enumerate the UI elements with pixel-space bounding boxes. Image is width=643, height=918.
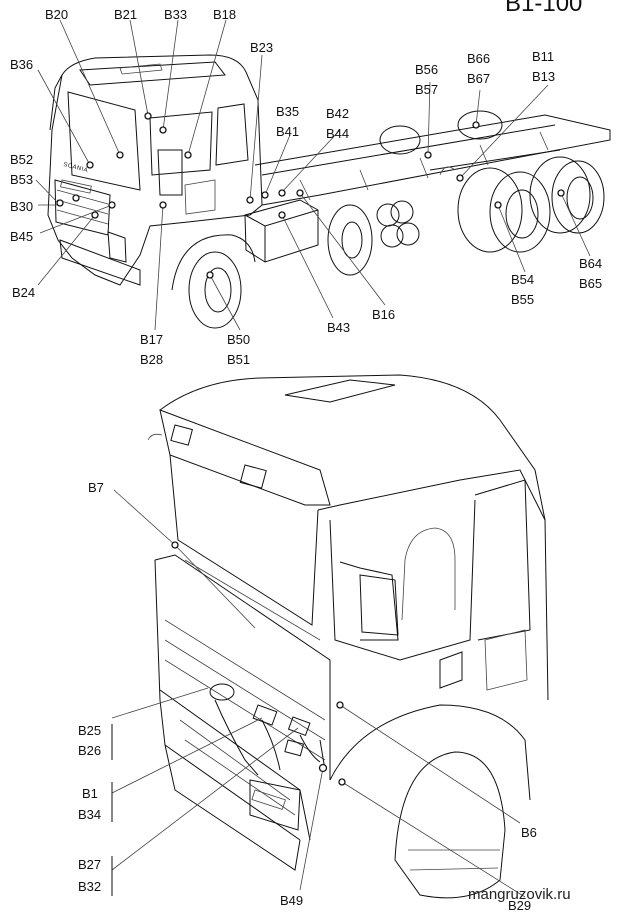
watermark: mangruzovik.ru (468, 886, 571, 903)
label-b11: B11 (532, 49, 555, 64)
label-b67: B67 (467, 71, 491, 86)
label-b35: B35 (276, 104, 300, 119)
label-b43: B43 (327, 320, 351, 335)
label-b17: B17 (140, 332, 164, 347)
label-b18: B18 (213, 7, 237, 22)
label-b65: B65 (579, 276, 603, 291)
label-b28: B28 (140, 352, 164, 367)
label-b33: B33 (164, 7, 188, 22)
label-b55: B55 (511, 292, 535, 307)
label-b21: B21 (114, 7, 138, 22)
label-b25: B25 (78, 723, 102, 738)
label-b54: B54 (511, 272, 535, 287)
label-b26: B26 (78, 743, 102, 758)
label-b6: B6 (521, 825, 537, 840)
label-b29: B29 (508, 898, 532, 913)
label-b66: B66 (467, 51, 491, 66)
label-b51: B51 (227, 352, 251, 367)
label-b27: B27 (78, 857, 102, 872)
label-b24: B24 (12, 285, 36, 300)
label-b56: B56 (415, 62, 439, 77)
label-b30: B30 (10, 199, 34, 214)
diagram-title: B1-100 (505, 0, 583, 17)
label-b57: B57 (415, 82, 439, 97)
label-b34: B34 (78, 807, 102, 822)
label-b64: B64 (579, 256, 603, 271)
label-b16: B16 (372, 307, 396, 322)
label-b32: B32 (78, 879, 102, 894)
label-b53: B53 (10, 172, 34, 187)
label-b20: B20 (45, 7, 69, 22)
label-b50: B50 (227, 332, 251, 347)
label-b49: B49 (280, 893, 304, 908)
truck-side-view (35, 19, 611, 331)
label-b13: B13 (532, 69, 556, 84)
label-b1: B1 (82, 786, 98, 801)
label-b41: B41 (276, 124, 300, 139)
label-b45: B45 (10, 229, 34, 244)
label-b42: B42 (326, 106, 350, 121)
label-b7: B7 (88, 480, 104, 495)
cab-front-view (111, 374, 549, 899)
label-b52: B52 (10, 152, 34, 167)
label-b23: B23 (250, 40, 274, 55)
label-b36: B36 (10, 57, 34, 72)
label-b44: B44 (326, 126, 350, 141)
